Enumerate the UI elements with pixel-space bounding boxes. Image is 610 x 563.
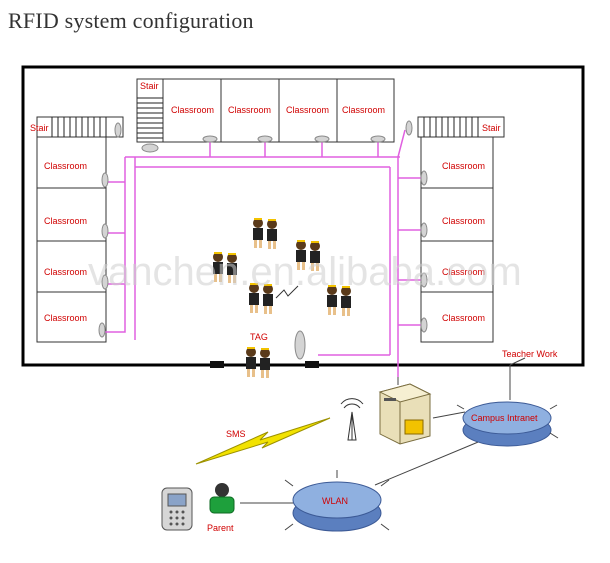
wlan-disk	[284, 470, 390, 532]
label-classroom-right-4: Classroom	[442, 313, 485, 323]
label-classroom-right-1: Classroom	[442, 161, 485, 171]
lightning-bolt-icon	[195, 417, 331, 465]
label-classroom-top-2: Classroom	[228, 105, 271, 115]
label-stair-top: Stair	[140, 81, 159, 91]
building-outline	[21, 65, 585, 367]
label-classroom-left-1: Classroom	[44, 161, 87, 171]
watermark: vanchen.en.alibaba.com	[88, 250, 522, 294]
antenna-icon	[340, 398, 364, 441]
label-classroom-right-3: Classroom	[442, 267, 485, 277]
label-stair-left: Stair	[30, 123, 49, 133]
mobile-phone-icon	[161, 487, 193, 531]
gate-antenna-left	[210, 361, 224, 368]
network-links	[240, 357, 526, 504]
campus-intranet-disk	[456, 401, 559, 447]
label-parent: Parent	[207, 523, 234, 533]
parent-icon	[209, 483, 235, 514]
network-wiring	[100, 129, 423, 377]
label-classroom-left-3: Classroom	[44, 267, 87, 277]
stair-right	[423, 117, 479, 137]
diagram-title: RFID system configuration	[8, 8, 254, 33]
label-wlan: WLAN	[322, 496, 348, 506]
label-tag: TAG	[250, 332, 268, 342]
label-classroom-left-2: Classroom	[44, 216, 87, 226]
rfid-readers	[98, 120, 428, 360]
stair-top	[137, 97, 163, 139]
tag-signal-arrow-icon	[275, 285, 299, 299]
label-teacher-work: Teacher Work	[502, 349, 558, 359]
label-classroom-top-3: Classroom	[286, 105, 329, 115]
label-stair-right: Stair	[482, 123, 501, 133]
label-campus-intranet: Campus Intranet	[471, 413, 538, 423]
top-classroom-block	[136, 78, 395, 143]
right-classroom-block	[417, 116, 505, 343]
label-classroom-top-4: Classroom	[342, 105, 385, 115]
student-icons	[213, 218, 351, 378]
label-sms: SMS	[226, 429, 246, 439]
server-icon	[378, 383, 432, 445]
label-classroom-top-1: Classroom	[171, 105, 214, 115]
gate-antenna-right	[305, 361, 319, 368]
left-classroom-block	[36, 116, 124, 343]
label-classroom-left-4: Classroom	[44, 313, 87, 323]
label-classroom-right-2: Classroom	[442, 216, 485, 226]
stair-left	[51, 117, 107, 137]
